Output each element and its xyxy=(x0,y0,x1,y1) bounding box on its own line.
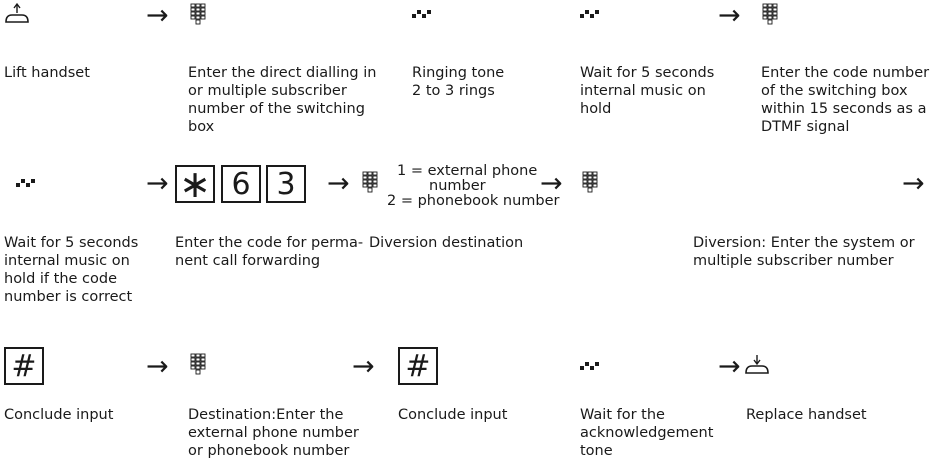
keypad-icon xyxy=(582,171,598,193)
flow-arrow: → xyxy=(718,0,741,31)
step-label: Diversion destination xyxy=(369,235,524,251)
step-label: Conclude input xyxy=(398,407,508,423)
flow-arrow: → xyxy=(327,168,350,199)
step-label: Replace handset xyxy=(746,407,867,423)
tone-signal-icon xyxy=(412,10,431,18)
flow-arrow: → xyxy=(146,0,169,31)
key-3: 3 xyxy=(266,165,306,203)
flow-arrow: → xyxy=(902,168,925,199)
step-label: Conclude input xyxy=(4,407,114,423)
tone-signal-icon xyxy=(16,179,35,187)
tone-signal-icon xyxy=(580,10,599,18)
option-list: 1 = external phone number 2 = phonebook … xyxy=(387,164,560,209)
handset-lift-icon xyxy=(5,2,29,23)
handset-replace-icon xyxy=(745,355,769,374)
keypad-icon xyxy=(190,353,206,375)
key-hash: # xyxy=(398,347,438,385)
step-label: Lift handset xyxy=(4,65,90,81)
key-star: ∗ xyxy=(175,162,215,206)
step-label: Enter the code for perma-nent call forwa… xyxy=(175,235,364,269)
flow-arrow: → xyxy=(146,168,169,199)
option-external-cont: number xyxy=(429,178,486,194)
tone-signal-icon xyxy=(580,362,599,370)
flow-arrow: → xyxy=(718,351,741,382)
keypad-icon xyxy=(190,3,206,25)
keypad-icon xyxy=(362,171,378,193)
keypad-icon xyxy=(762,3,778,25)
key-hash: # xyxy=(4,347,44,385)
option-phonebook: 2 = phonebook number xyxy=(387,193,560,209)
key-6: 6 xyxy=(221,165,261,203)
option-external: 1 = external phone xyxy=(397,163,538,179)
flow-arrow: → xyxy=(352,351,375,382)
flow-arrow: → xyxy=(146,351,169,382)
flow-arrow: → xyxy=(540,168,563,199)
